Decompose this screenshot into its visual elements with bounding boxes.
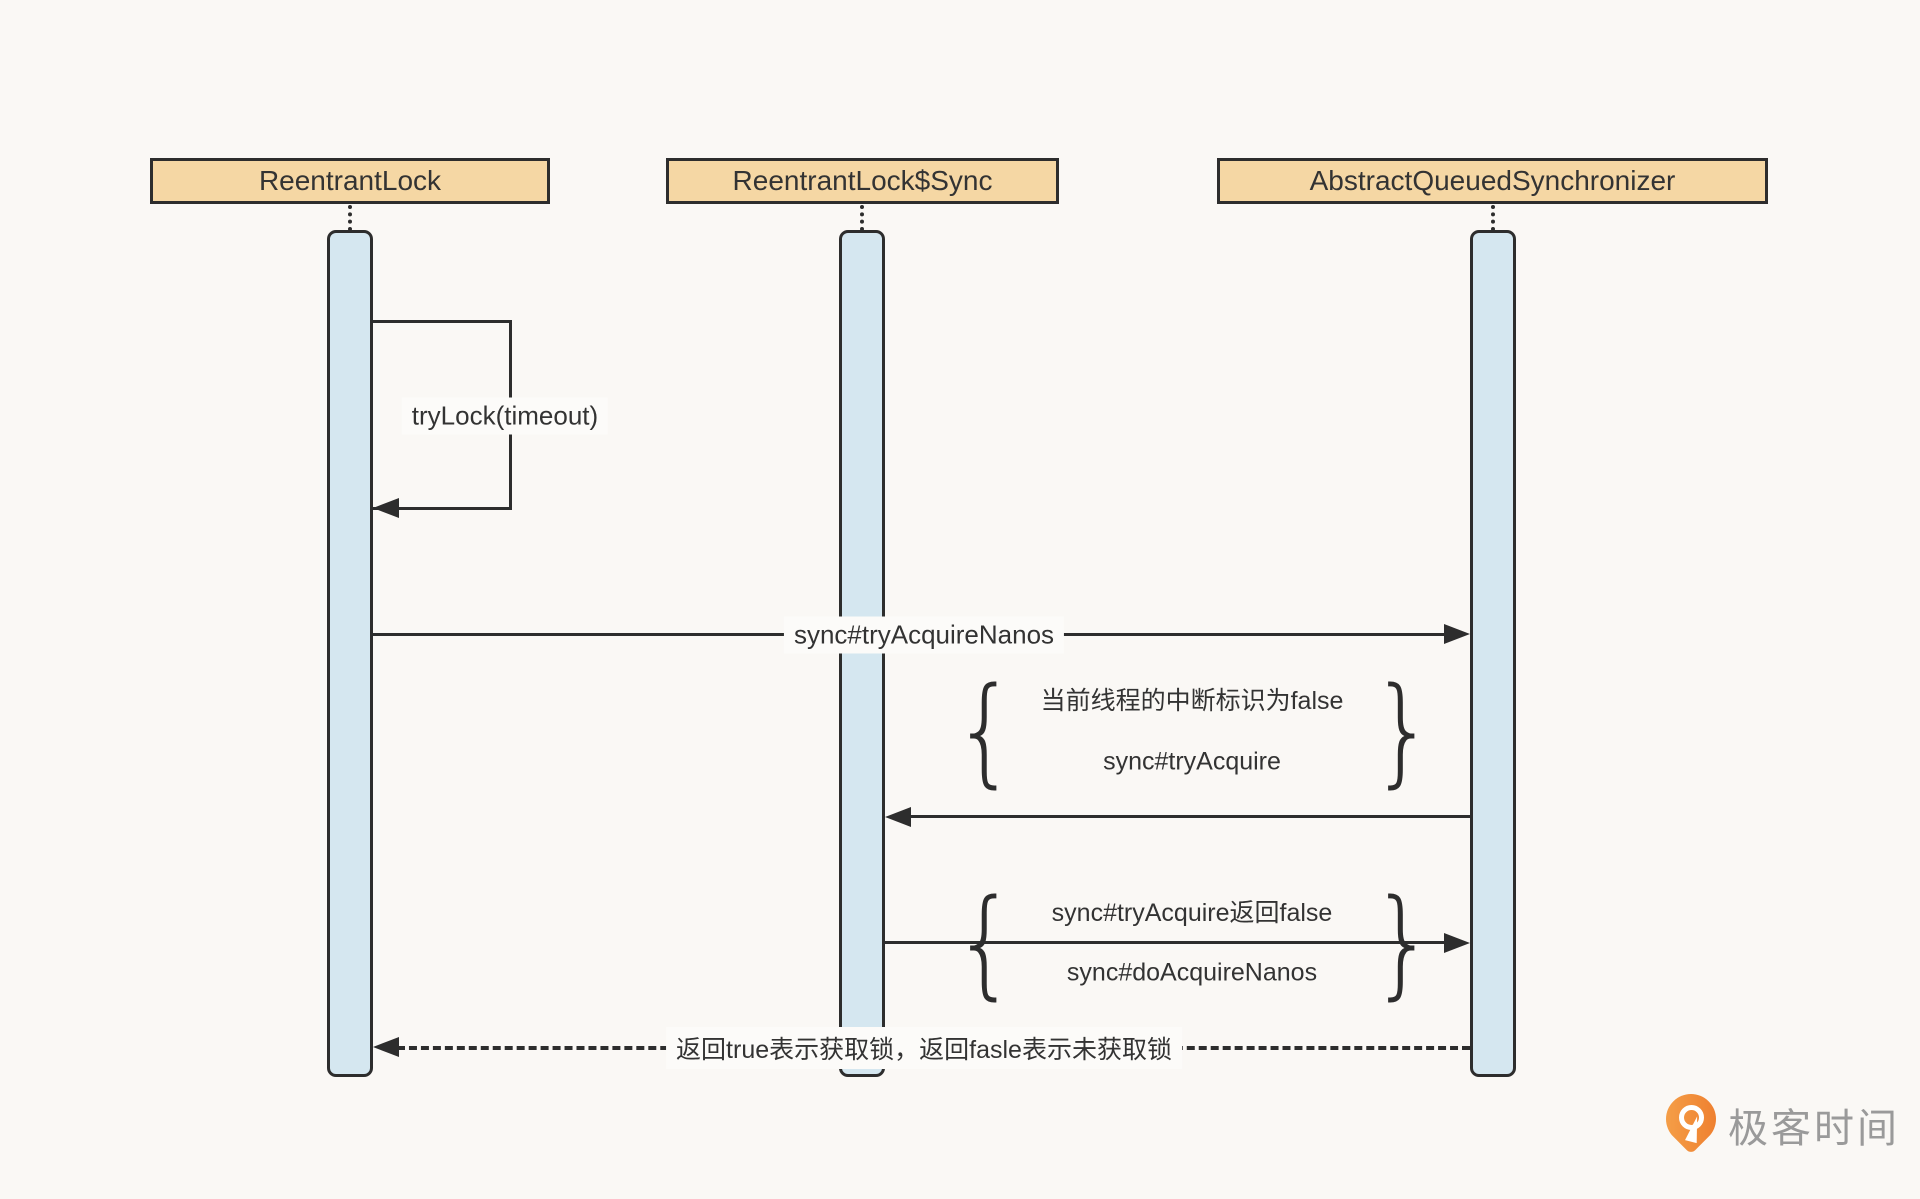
note-tryacquire-returns-false: sync#tryAcquire返回false [1051, 899, 1333, 927]
brace-right-icon: } [1371, 661, 1435, 799]
geektime-watermark: 极客时间 [1655, 1083, 1900, 1156]
message-label-tryacquirenanos: sync#tryAcquireNanos [783, 616, 1065, 654]
note-sync-doacquirenanos: sync#doAcquireNanos [1066, 958, 1318, 987]
arrowhead-right-icon [1444, 933, 1470, 953]
geektime-brand-text: 极客时间 [1728, 1107, 1900, 1151]
brace-right-icon: } [1371, 873, 1435, 1011]
activation-bar-abstractqueuedsynchronizer [1470, 230, 1516, 1077]
activation-bar-reentrantlock-sync [839, 230, 885, 1077]
participant-label: ReentrantLock$Sync [732, 165, 993, 196]
activation-bar-reentrantlock [327, 230, 373, 1077]
lifeline-dotted-connector [1491, 205, 1495, 231]
arrowhead-left-icon [373, 1037, 399, 1057]
lifeline-dotted-connector [348, 205, 352, 231]
arrowhead-left-icon [885, 807, 911, 827]
participant-reentrantlock: ReentrantLock [150, 158, 550, 204]
note-interrupt-flag-false: 当前线程的中断标识为false [1040, 687, 1344, 715]
brace-left-icon: { [953, 873, 1017, 1011]
self-call-line-top [373, 320, 512, 323]
message-line-sync-to-aqs [885, 941, 1450, 944]
lifeline-dotted-connector [860, 205, 864, 231]
geektime-logo-icon [1655, 1083, 1727, 1156]
message-label-trylock-timeout: tryLock(timeout) [401, 397, 609, 435]
participant-label: AbstractQueuedSynchronizer [1309, 165, 1676, 196]
arrowhead-right-icon [1444, 624, 1470, 644]
participant-label: ReentrantLock [258, 165, 442, 196]
message-line-aqs-to-sync [905, 815, 1470, 818]
self-call-line-bottom [373, 507, 512, 510]
note-sync-tryacquire: sync#tryAcquire [1103, 747, 1281, 776]
message-label-return-result: 返回true表示获取锁，返回fasle表示未获取锁 [666, 1027, 1182, 1069]
logo-ring-shape [1679, 1105, 1704, 1130]
participant-abstractqueuedsynchronizer: AbstractQueuedSynchronizer [1217, 158, 1768, 204]
participant-reentrantlock-sync: ReentrantLock$Sync [666, 158, 1059, 204]
arrowhead-left-icon [373, 498, 399, 518]
brace-left-icon: { [953, 661, 1017, 799]
